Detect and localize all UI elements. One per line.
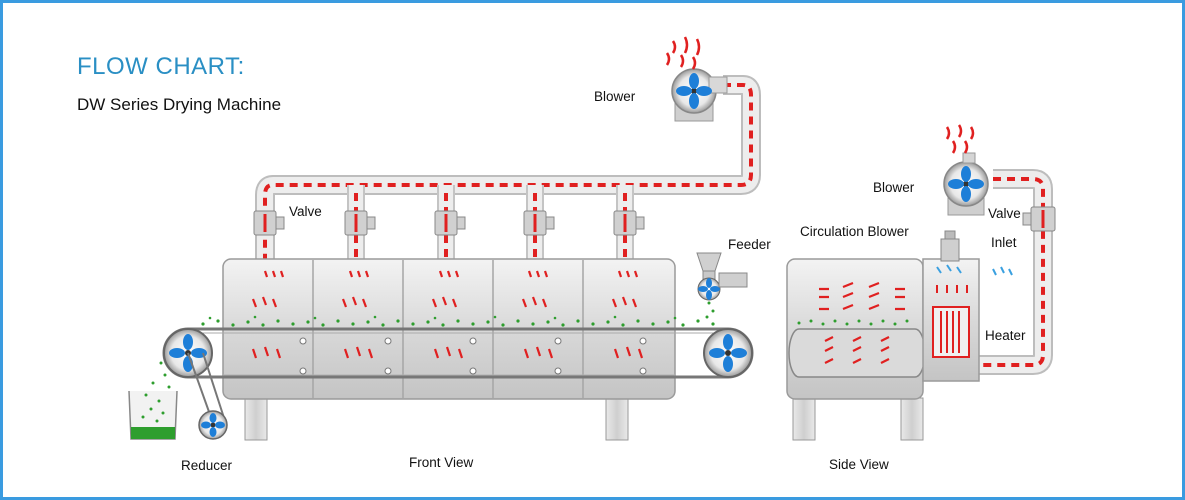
label-inlet: Inlet (991, 235, 1017, 250)
diagram-subtitle: DW Series Drying Machine (77, 95, 282, 114)
blower-side (943, 124, 989, 216)
fan-icon (948, 166, 984, 202)
label-blower-front: Blower (594, 89, 636, 104)
label-circulation-blower: Circulation Blower (800, 224, 909, 239)
diagram-title: FLOW CHART: (77, 53, 245, 80)
machine-legs-side (792, 397, 924, 441)
roller-icon (709, 334, 747, 372)
label-blower-side: Blower (873, 180, 915, 195)
discharge-bin (128, 361, 178, 440)
fan-icon (676, 73, 712, 109)
blower-front (665, 36, 728, 122)
feeder (696, 252, 748, 319)
reducer-icon (201, 413, 225, 437)
label-reducer: Reducer (181, 458, 233, 473)
tail-roller-right (703, 328, 753, 378)
drying-chamber-side (786, 258, 926, 400)
supply-duct-front (253, 75, 761, 261)
label-valve-side: Valve (988, 206, 1021, 221)
feeder-icon (698, 278, 720, 300)
label-heater: Heater (985, 328, 1026, 343)
label-side-view: Side View (829, 457, 889, 472)
label-valve-front: Valve (289, 204, 322, 219)
label-feeder: Feeder (728, 237, 771, 252)
flow-chart-drawing (128, 36, 1056, 441)
label-front-view: Front View (409, 455, 474, 470)
supply-duct-side (979, 169, 1056, 375)
reducer (187, 352, 228, 440)
heater-box (922, 230, 1013, 382)
machine-legs-front (244, 397, 629, 441)
